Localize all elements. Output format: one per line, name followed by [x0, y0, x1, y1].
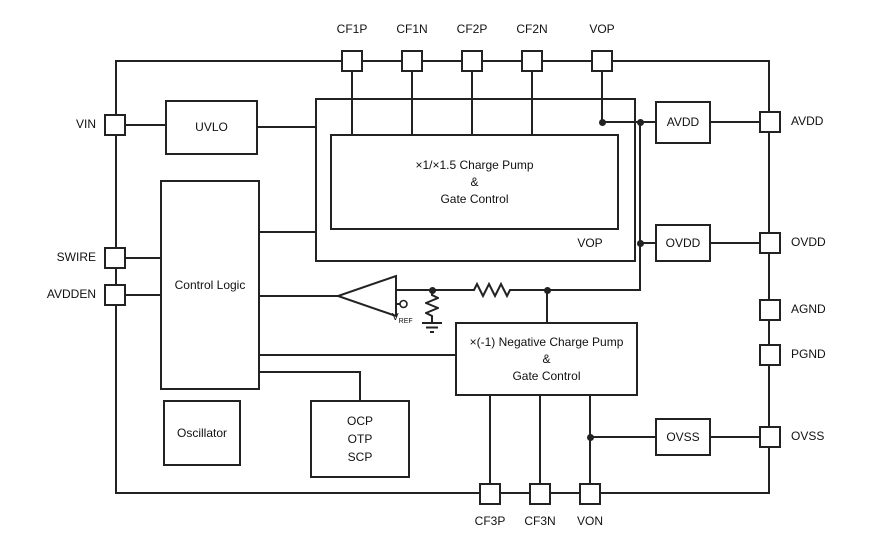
avdd-switch-block: AVDD [655, 101, 711, 144]
wire-avdd-pin [711, 121, 759, 123]
wire-cf1p [351, 72, 353, 134]
uvlo-block: UVLO [165, 100, 258, 155]
junction-dot-divider [429, 287, 436, 294]
pin-cf3n [529, 483, 551, 505]
junction-dot-von [587, 434, 594, 441]
ovdd-switch-label: OVDD [665, 235, 701, 250]
wire-control-negpump [260, 354, 455, 356]
protection-line2: OTP [347, 432, 373, 446]
wire-vop-avdd [601, 121, 655, 123]
pin-cf2p [461, 50, 483, 72]
pin-avdden [104, 284, 126, 306]
pin-label-avdd: AVDD [791, 114, 824, 128]
wire-control-protection-h [260, 371, 360, 373]
wire-ovdd-pin [711, 242, 759, 244]
wire-cf1n [411, 72, 413, 134]
pin-label-swire: SWIRE [56, 250, 96, 264]
pin-ovdd [759, 232, 781, 254]
wire-vop-feedback-v [639, 121, 641, 291]
oscillator-block: Oscillator [163, 400, 241, 466]
wire-cf2p [471, 72, 473, 134]
ovss-switch-label: OVSS [666, 429, 700, 444]
pin-pgnd [759, 344, 781, 366]
avdd-switch-label: AVDD [666, 115, 700, 129]
negative-charge-pump-line2: & [542, 351, 551, 366]
vop-internal-label: VOP [577, 236, 603, 250]
pin-vop [591, 50, 613, 72]
wire-feedback-negpump [546, 290, 548, 322]
negative-charge-pump-line3: Gate Control [512, 368, 581, 383]
wire-vin-uvlo [126, 124, 165, 126]
pin-label-vin: VIN [75, 117, 96, 131]
negative-charge-pump-block: ×(-1) Negative Charge Pump & Gate Contro… [455, 322, 638, 396]
wire-control-pump [260, 231, 315, 233]
pin-label-cf1p: CF1P [336, 22, 368, 36]
pin-label-cf3p: CF3P [474, 514, 506, 528]
ovdd-switch-block: OVDD [655, 224, 711, 262]
protection-line3: SCP [347, 450, 373, 464]
pin-avdd [759, 111, 781, 133]
comparator-icon [336, 274, 408, 318]
vref-label: VREF [392, 312, 413, 325]
junction-dot-vop [599, 119, 606, 126]
pin-label-ovss: OVSS [791, 429, 825, 443]
control-logic-label: Control Logic [174, 277, 246, 292]
junction-dot-feedback [544, 287, 551, 294]
pin-label-vop: VOP [589, 22, 615, 36]
pin-cf2n [521, 50, 543, 72]
junction-dot-ovdd-branch [637, 240, 644, 247]
pin-label-cf2p: CF2P [456, 22, 488, 36]
ovss-switch-block: OVSS [655, 418, 711, 456]
wire-von-ovss [590, 436, 655, 438]
negative-charge-pump-line1: ×(-1) Negative Charge Pump [469, 334, 624, 349]
pin-ovss [759, 426, 781, 448]
pin-cf1n [401, 50, 423, 72]
pin-vin [104, 114, 126, 136]
pin-von [579, 483, 601, 505]
wire-control-protection-v [359, 371, 361, 400]
wire-ovdd-tap [641, 242, 655, 244]
pin-swire [104, 247, 126, 269]
wire-cf2n [531, 72, 533, 134]
pin-label-ovdd: OVDD [791, 235, 826, 249]
protection-block: OCP OTP SCP [310, 400, 410, 478]
wire-vop-pin [601, 72, 603, 122]
uvlo-label: UVLO [195, 120, 228, 134]
wire-ovss-pin [711, 436, 759, 438]
pin-label-cf2n: CF2N [516, 22, 548, 36]
ground-icon [422, 322, 442, 333]
pin-label-pgnd: PGND [791, 347, 826, 361]
junction-dot-avdd-branch [637, 119, 644, 126]
positive-charge-pump-block: ×1/×1.5 Charge Pump & Gate Control [330, 134, 619, 230]
oscillator-label: Oscillator [176, 425, 227, 440]
resistor-vertical-icon [425, 292, 439, 322]
wire-swire-control [126, 257, 160, 259]
wire-feedback-right [516, 289, 641, 291]
positive-charge-pump-line2: & [470, 174, 479, 189]
pin-label-von: VON [576, 514, 603, 528]
resistor-horizontal-icon [468, 282, 516, 298]
pin-label-cf1n: CF1N [396, 22, 428, 36]
wire-avdden-control [126, 294, 160, 296]
pin-label-avdden: AVDDEN [46, 287, 96, 301]
pin-label-cf3n: CF3N [524, 514, 556, 528]
wire-cf3n [539, 396, 541, 483]
pin-agnd [759, 299, 781, 321]
positive-charge-pump-line1: ×1/×1.5 Charge Pump [415, 157, 534, 172]
control-logic-block: Control Logic [160, 180, 260, 390]
wire-cf3p [489, 396, 491, 483]
pin-cf1p [341, 50, 363, 72]
protection-line1: OCP [346, 414, 373, 428]
positive-charge-pump-line3: Gate Control [440, 191, 509, 206]
wire-comparator-control [260, 295, 338, 297]
wire-uvlo-pump [258, 126, 315, 128]
pin-cf3p [479, 483, 501, 505]
pin-label-agnd: AGND [791, 302, 826, 316]
